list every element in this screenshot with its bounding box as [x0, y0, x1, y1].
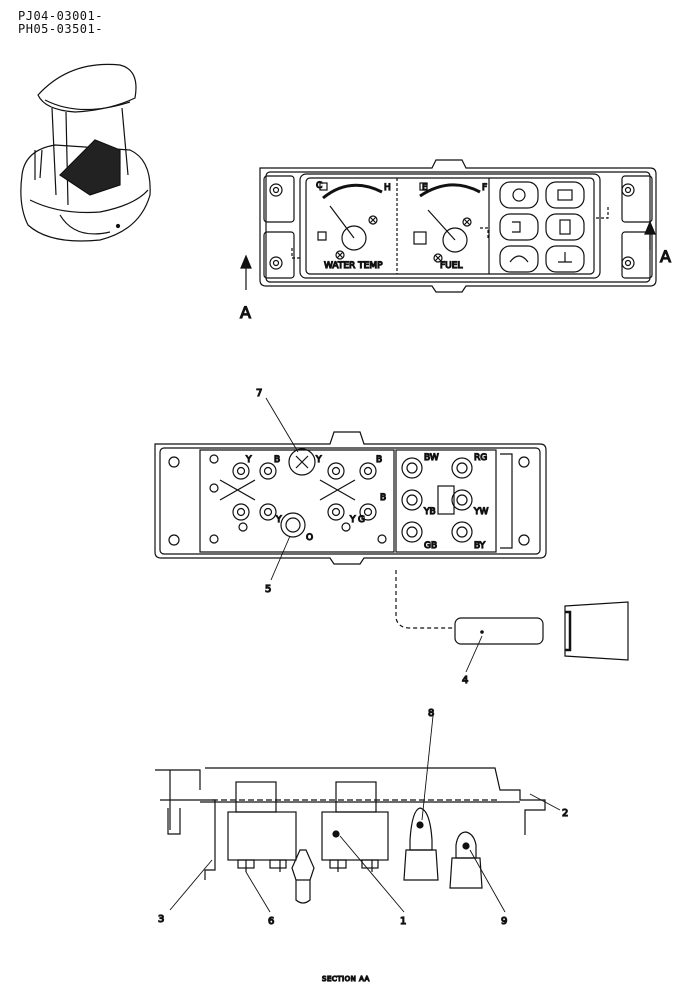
- wire-code-7: Y: [349, 515, 356, 525]
- wire-code-11: RG: [474, 453, 487, 463]
- section-marker-right: A: [660, 247, 671, 266]
- section-caption: SECTION AA: [322, 975, 370, 983]
- panel-front-view: [240, 159, 657, 293]
- wire-code-13: YW: [473, 507, 488, 517]
- temp-high-mark: H: [384, 183, 391, 193]
- wire-code-3: Y: [315, 455, 322, 465]
- callout-3: 3: [158, 914, 164, 925]
- wire-code-6: Y: [275, 515, 282, 525]
- section-aa-view: [155, 767, 546, 904]
- callout-9: 9: [501, 916, 507, 927]
- serial-range-1: PJ04-03001-: [18, 9, 103, 23]
- machine-cab-sketch: [20, 63, 151, 242]
- wire-code-1: Y: [245, 455, 252, 465]
- section-marker-left: A: [240, 303, 251, 322]
- panel-rear-view: [154, 431, 547, 629]
- wire-code-10: BW: [424, 453, 439, 463]
- callout-1: 1: [400, 916, 406, 927]
- wire-code-5: B: [380, 493, 386, 503]
- bulb-part-4: [454, 601, 629, 661]
- fuel-high-mark: F: [482, 183, 487, 193]
- callout-leaders: [169, 397, 561, 913]
- water-temp-label: WATER TEMP: [324, 261, 383, 271]
- wire-code-4: B: [376, 455, 382, 465]
- serial-range-2: PH05-03501-: [18, 22, 103, 36]
- callout-5: 5: [265, 584, 271, 595]
- fuel-low-mark: E: [422, 183, 428, 193]
- callout-7: 7: [256, 388, 262, 399]
- callout-6: 6: [268, 916, 274, 927]
- callout-4: 4: [462, 675, 468, 686]
- fuel-label: FUEL: [440, 261, 462, 271]
- wire-code-15: BY: [474, 541, 486, 551]
- wire-code-14: GB: [424, 541, 437, 551]
- wire-code-12: YB: [423, 507, 436, 517]
- callout-2: 2: [562, 808, 568, 819]
- wire-code-2: B: [274, 455, 280, 465]
- wire-code-8: G: [358, 515, 365, 525]
- temp-low-mark: C: [316, 181, 322, 191]
- callout-8: 8: [428, 708, 434, 719]
- wire-code-9: O: [306, 533, 313, 543]
